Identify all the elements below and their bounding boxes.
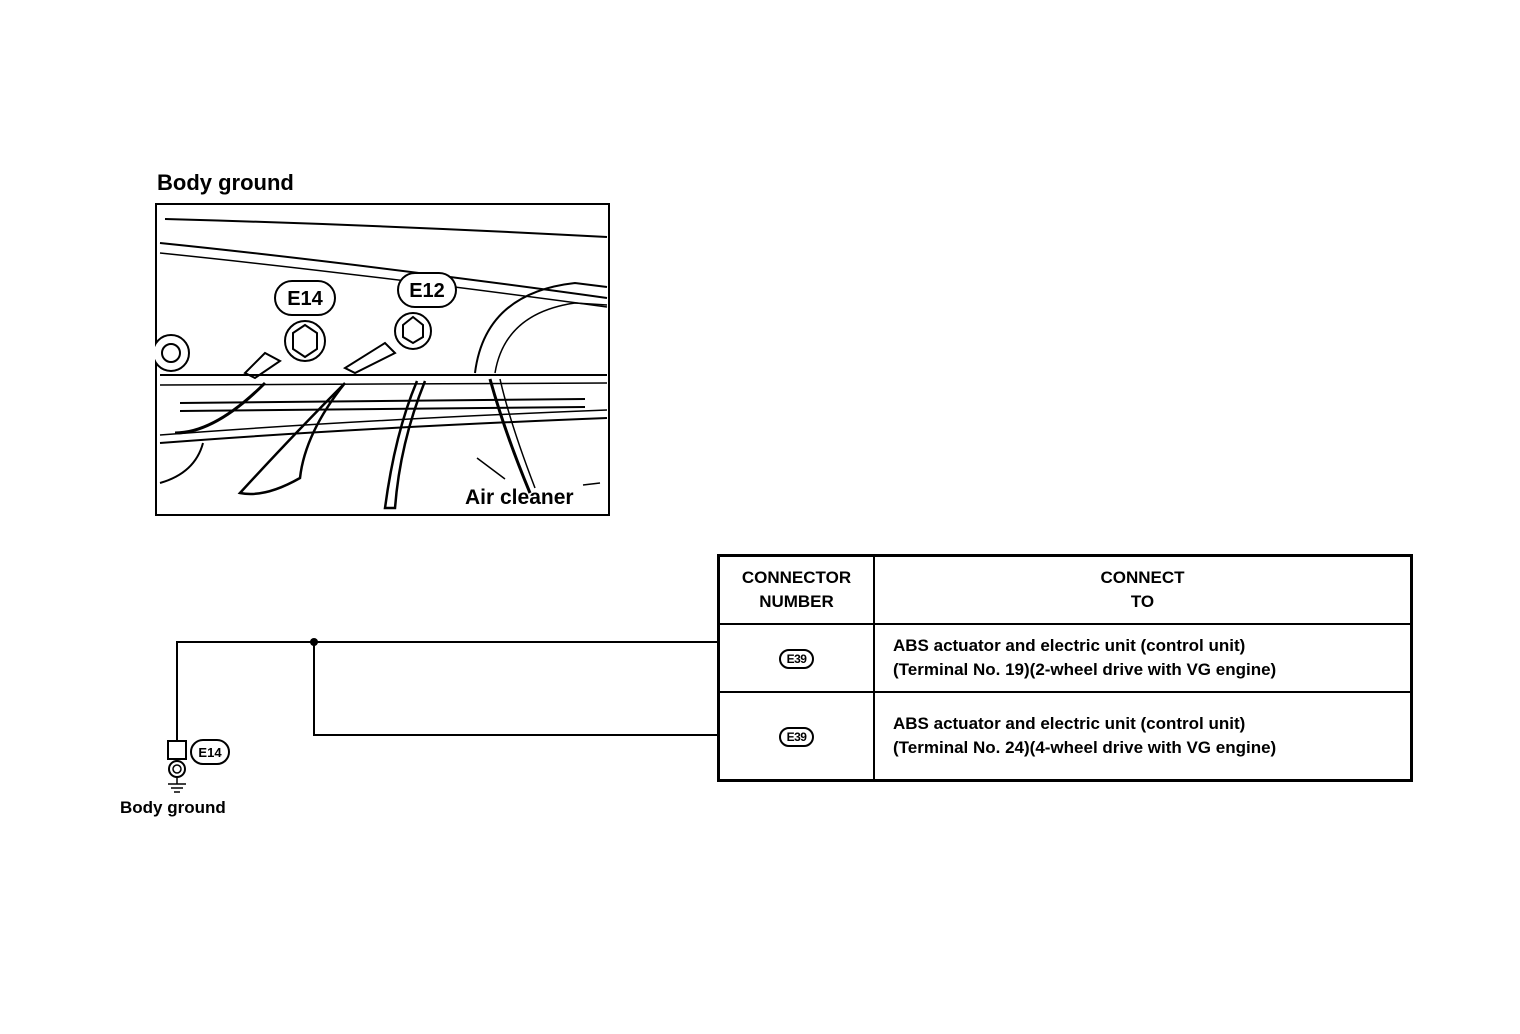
- connect-to-line2: (Terminal No. 19)(2-wheel drive with VG …: [893, 660, 1277, 679]
- ground-label: Body ground: [120, 798, 226, 817]
- connect-to-line2: (Terminal No. 24)(4-wheel drive with VG …: [893, 738, 1277, 757]
- callout-e14: E14: [287, 288, 323, 310]
- ground-connector-icon: [167, 740, 187, 760]
- header-connector-number: CONNECTOR NUMBER: [717, 554, 875, 625]
- connect-to-cell: ABS actuator and electric unit (control …: [873, 691, 1413, 782]
- body-ground-illustration: E14 E12 Air cleaner: [155, 203, 610, 516]
- connector-id: E39: [778, 648, 815, 669]
- connect-to-line1: ABS actuator and electric unit (control …: [893, 714, 1246, 733]
- header-number-line1: CONNECTOR: [741, 568, 852, 587]
- header-connect-to: CONNECT TO: [873, 554, 1413, 625]
- connect-to-cell: ABS actuator and electric unit (control …: [873, 623, 1413, 693]
- header-number-line2: NUMBER: [759, 592, 834, 611]
- connector-cell: E39: [717, 623, 875, 693]
- connector-id: E39: [778, 726, 815, 747]
- table-row: E39 ABS actuator and electric unit (cont…: [717, 691, 1413, 782]
- illustration-title: Body ground: [157, 170, 294, 195]
- connect-to-line1: ABS actuator and electric unit (control …: [893, 636, 1246, 655]
- callout-e12: E12: [409, 280, 445, 302]
- connector-table: CONNECTOR NUMBER CONNECT TO E39 ABS actu…: [717, 554, 1413, 782]
- junction-dot: [310, 638, 318, 646]
- connector-cell: E39: [717, 691, 875, 782]
- table-row: E39 ABS actuator and electric unit (cont…: [717, 623, 1413, 693]
- ground-connector-id: E14: [198, 745, 222, 760]
- header-to-line1: CONNECT: [1100, 568, 1185, 587]
- ground-symbol-icon: [168, 783, 186, 793]
- air-cleaner-label: Air cleaner: [465, 486, 574, 509]
- header-to-line2: TO: [1130, 592, 1155, 611]
